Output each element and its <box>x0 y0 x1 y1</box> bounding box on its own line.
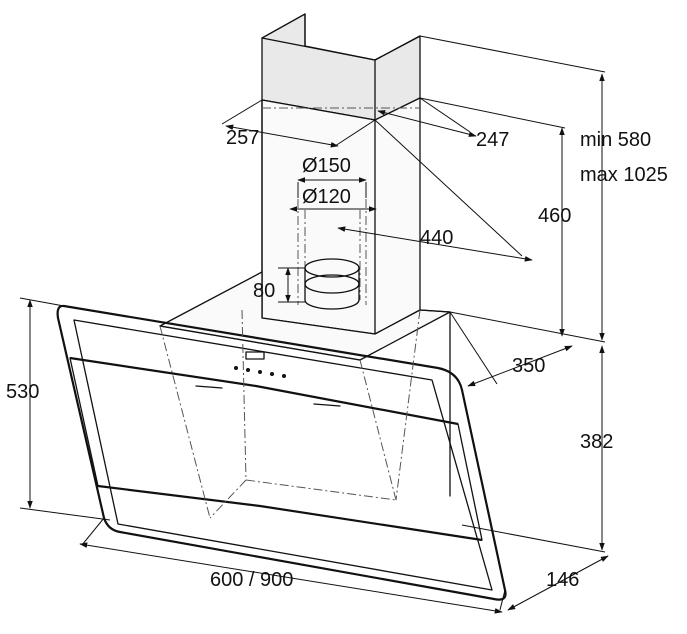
dim-label-382: 382 <box>580 431 613 453</box>
control-button <box>234 366 238 370</box>
dimension-lines <box>27 73 609 614</box>
hood-glass-panel <box>56 304 507 601</box>
dim-label-530: 530 <box>6 381 39 403</box>
dim-label-440: 440 <box>420 227 453 249</box>
control-button <box>270 372 274 376</box>
dim-label-350: 350 <box>512 355 545 377</box>
dim-label-146: 146 <box>546 569 579 591</box>
dim-label-80: 80 <box>253 280 275 302</box>
dimension-labels: 257 247 Ø150 Ø120 440 460 min 580 max 10… <box>6 127 668 591</box>
dim-label-257: 257 <box>226 127 259 149</box>
control-button <box>246 368 250 372</box>
dim-label-width: 600 / 900 <box>210 569 293 591</box>
chimney-lower-cover <box>261 97 421 335</box>
extension-lines <box>19 35 606 611</box>
control-panel <box>195 351 341 407</box>
dim-label-247: 247 <box>476 129 509 151</box>
dim-label-max: max 1025 <box>580 164 668 186</box>
dim-label-460: 460 <box>538 205 571 227</box>
dim-label-min: min 580 <box>580 129 651 151</box>
control-button <box>282 374 286 378</box>
control-button <box>258 370 262 374</box>
hidden-body-outline <box>159 309 421 519</box>
dim-label-150: Ø150 <box>302 155 351 177</box>
dim-label-120: Ø120 <box>302 186 351 208</box>
